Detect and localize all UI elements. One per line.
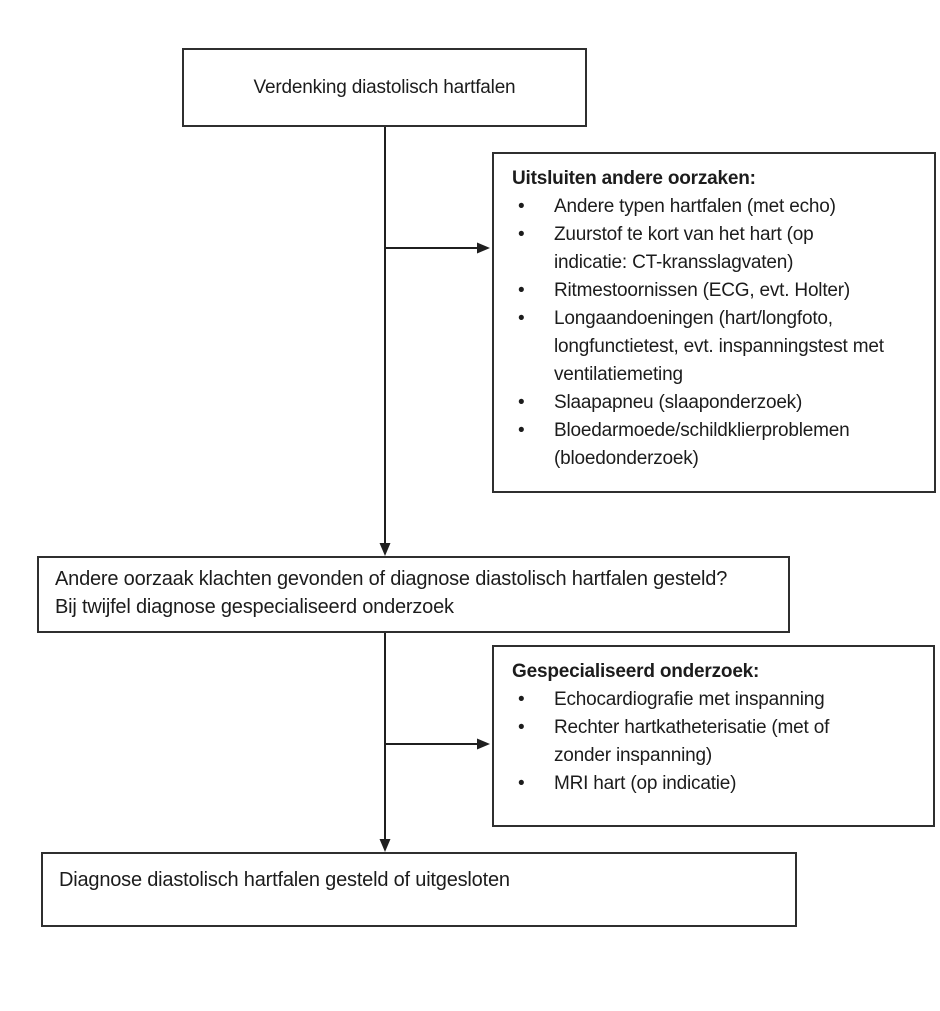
arrowhead-right-1 bbox=[477, 242, 490, 254]
specialized-research-list: Echocardiografie met inspanningRechter h… bbox=[512, 686, 927, 798]
arrowhead-down-1 bbox=[379, 543, 391, 556]
node-question-line2: Bij twijfel diagnose gespecialiseerd ond… bbox=[55, 596, 454, 618]
exclude-causes-list: Andere typen hartfalen (met echo)Zuursto… bbox=[512, 193, 928, 473]
bullet-item: Longaandoeningen (hart/longfoto, longfun… bbox=[512, 305, 928, 389]
node-specialized-research: Gespecialiseerd onderzoek: Echocardiogra… bbox=[492, 645, 935, 827]
node-suspicion-label: Verdenking diastolisch hartfalen bbox=[253, 76, 516, 98]
bullet-item: MRI hart (op indicatie) bbox=[512, 770, 927, 798]
bullet-item: Ritmestoornissen (ECG, evt. Holter) bbox=[512, 277, 928, 305]
node-question: Andere oorzaak klachten gevonden of diag… bbox=[37, 556, 790, 633]
node-exclude-causes: Uitsluiten andere oorzaken: Andere typen… bbox=[492, 152, 936, 493]
node-suspicion: Verdenking diastolisch hartfalen bbox=[182, 48, 587, 127]
node-exclude-heading: Uitsluiten andere oorzaken: bbox=[512, 168, 756, 189]
bullet-item: Andere typen hartfalen (met echo) bbox=[512, 193, 928, 221]
bullet-item: Echocardiografie met inspanning bbox=[512, 686, 927, 714]
bullet-item: Bloedarmoede/schildklierproblemen (bloed… bbox=[512, 417, 928, 473]
bullet-item: Zuurstof te kort van het hart (op indica… bbox=[512, 221, 928, 277]
bullet-item: Slaapapneu (slaaponderzoek) bbox=[512, 389, 928, 417]
bullet-item: Rechter hartkatheterisatie (met of zonde… bbox=[512, 714, 927, 770]
arrowhead-down-2 bbox=[379, 839, 391, 852]
arrowhead-right-2 bbox=[477, 738, 490, 750]
node-question-line1: Andere oorzaak klachten gevonden of diag… bbox=[55, 568, 728, 590]
node-diagnosis: Diagnose diastolisch hartfalen gesteld o… bbox=[41, 852, 797, 927]
node-specialized-heading: Gespecialiseerd onderzoek: bbox=[512, 661, 760, 682]
node-diagnosis-label: Diagnose diastolisch hartfalen gesteld o… bbox=[59, 869, 510, 891]
